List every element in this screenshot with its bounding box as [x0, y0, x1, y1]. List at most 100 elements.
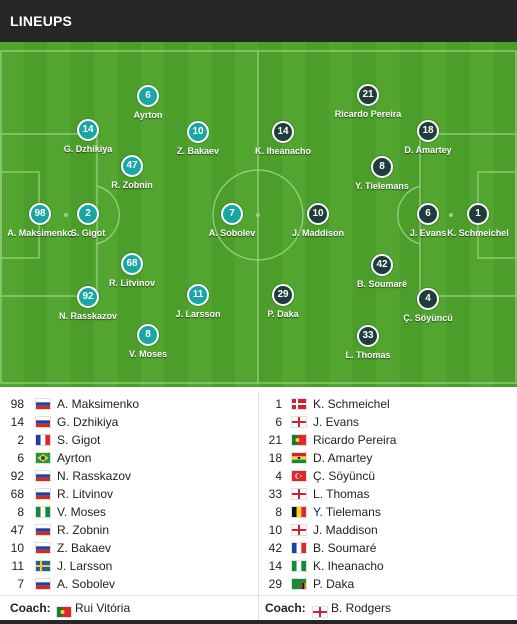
away-lineup-row[interactable]: 29 P. Daka: [258, 575, 508, 593]
zambia-flag-icon: [291, 578, 307, 590]
home-coach-name[interactable]: Rui Vitória: [75, 601, 131, 615]
player-name: Ayrton: [57, 451, 92, 465]
player-name: S. Gigot: [57, 433, 101, 447]
player-name: Y. Tielemans: [355, 181, 409, 191]
russia-flag-icon: [35, 524, 51, 536]
home-lineup-row[interactable]: 7 A. Sobolev: [0, 575, 250, 593]
player-name: R. Zobnin: [111, 180, 153, 190]
player-name: V. Moses: [128, 349, 168, 359]
france-flag-icon: [291, 542, 307, 554]
shirt-number-badge: 10: [187, 121, 209, 143]
player-name: J. Larsson: [175, 309, 221, 319]
shirt-number-badge: 6: [137, 85, 159, 107]
home-lineup-row[interactable]: 47 R. Zobnin: [0, 521, 250, 539]
shirt-number-badge: 98: [29, 203, 51, 225]
player-name: A. Maksimenko: [57, 397, 140, 411]
player-name: J. Evans: [409, 228, 447, 238]
shirt-number: 1: [275, 397, 282, 411]
player-name: A. Sobolev: [57, 577, 116, 591]
player-name: Ricardo Pereira: [313, 433, 397, 447]
away-lineup-row[interactable]: 1 K. Schmeichel: [258, 395, 508, 413]
bottom-bar: [0, 620, 517, 624]
shirt-number: 98: [10, 397, 24, 411]
shirt-number-badge: 68: [121, 253, 143, 275]
player-name: A. Maksimenko: [7, 228, 73, 238]
away-coach-name[interactable]: B. Rodgers: [331, 601, 392, 615]
player-name: J. Evans: [313, 415, 360, 429]
list-divider: [258, 392, 259, 622]
player-name: N. Rasskazov: [58, 311, 118, 321]
shirt-number-badge: 6: [417, 203, 439, 225]
player-name: V. Moses: [57, 505, 106, 519]
home-pitch-player[interactable]: 10 Z. Bakaev: [143, 121, 253, 156]
shirt-number-badge: 21: [357, 84, 379, 106]
player-name: R. Zobnin: [57, 523, 110, 537]
player-name: J. Maddison: [313, 523, 378, 537]
portugal-flag-icon: [291, 434, 307, 446]
player-name: P. Daka: [313, 577, 355, 591]
home-pitch-player[interactable]: 11 J. Larsson: [143, 284, 253, 319]
shirt-number: 7: [17, 577, 24, 591]
player-name: R. Litvinov: [57, 487, 114, 501]
home-pitch-player[interactable]: 98 A. Maksimenko: [0, 203, 95, 238]
england-flag-icon: [312, 603, 328, 618]
player-name: K. Schmeichel: [313, 397, 390, 411]
russia-flag-icon: [35, 416, 51, 428]
denmark-flag-icon: [291, 398, 307, 410]
player-name: G. Dzhikiya: [57, 415, 119, 429]
home-lineup-row[interactable]: 98 A. Maksimenko: [0, 395, 250, 413]
shirt-number: 47: [10, 523, 24, 537]
home-pitch-player[interactable]: 8 V. Moses: [93, 324, 203, 359]
player-name: Z. Bakaev: [176, 146, 220, 156]
away-lineup-row[interactable]: 10 J. Maddison: [258, 521, 508, 539]
sweden-flag-icon: [35, 560, 51, 572]
away-pitch-player[interactable]: 6 J. Evans: [373, 203, 483, 238]
turkey-flag-icon: [291, 470, 307, 482]
player-name: S. Gigot: [70, 228, 106, 238]
player-name: B. Soumaré: [356, 279, 407, 289]
shirt-number: 29: [268, 577, 282, 591]
player-name: D. Amartey: [313, 451, 373, 465]
player-name: J. Larsson: [57, 559, 113, 573]
shirt-number-badge: 1: [467, 203, 489, 225]
shirt-number: 10: [268, 523, 282, 537]
shirt-number-badge: 11: [187, 284, 209, 306]
away-coach: Coach: B. Rodgers: [258, 598, 517, 618]
shirt-number-badge: 8: [137, 324, 159, 346]
